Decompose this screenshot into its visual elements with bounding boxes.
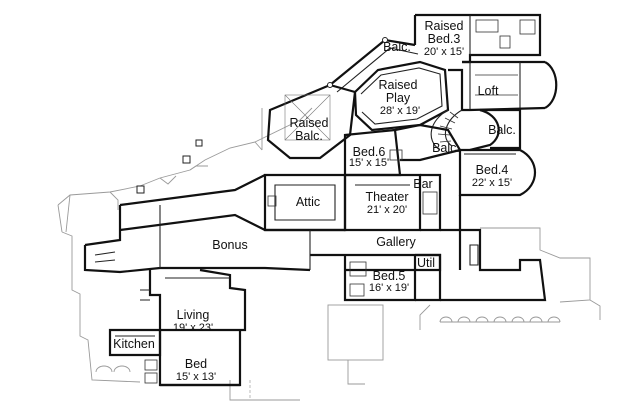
room-name-raised-play-line1: Raised <box>379 78 418 92</box>
room-bed4: Bed.4 22' x 15' <box>472 163 512 189</box>
room-name-gallery: Gallery <box>376 235 416 249</box>
lower-floor-outline <box>57 107 601 401</box>
room-name-living: Living <box>177 308 210 322</box>
room-dims-bed4: 22' x 15' <box>472 177 512 189</box>
room-name-raised-balc-line1: Raised <box>290 116 329 130</box>
room-name-raised-bed3-line2: Bed.3 <box>428 32 461 46</box>
room-dims-raised-play: 28' x 19' <box>380 105 420 117</box>
room-labels: Raised Bed.3 20' x 15' Balc. Raised Play… <box>113 19 516 383</box>
room-raised-balc: Raised Balc. <box>290 116 329 143</box>
room-name-balc-mid: Balc. <box>432 141 460 155</box>
outline-markers <box>136 139 203 194</box>
room-name-raised-bed3-line1: Raised <box>425 19 464 33</box>
room-name-util: Util <box>417 256 435 270</box>
room-dims-living: 19' x 23' <box>173 322 213 334</box>
room-dims-theater: 21' x 20' <box>367 204 407 216</box>
room-name-bed-bottom: Bed <box>185 357 207 371</box>
room-name-bonus: Bonus <box>212 238 247 252</box>
upper-floor-walls <box>83 13 558 387</box>
room-bed5: Bed.5 16' x 19' <box>369 269 409 294</box>
room-bed-bottom: Bed 15' x 13' <box>176 357 216 383</box>
room-raised-play: Raised Play 28' x 19' <box>379 78 421 117</box>
room-living: Living 19' x 23' <box>173 308 213 334</box>
room-dims-bed5: 16' x 19' <box>369 282 409 294</box>
room-name-balc-top: Balc. <box>383 40 411 54</box>
room-name-loft: Loft <box>478 84 499 98</box>
room-raised-bed3: Raised Bed.3 20' x 15' <box>424 19 464 58</box>
room-bed6: Bed.6 15' x 15' <box>349 145 389 169</box>
room-dims-raised-bed3: 20' x 15' <box>424 46 464 58</box>
room-name-raised-balc-line2: Balc. <box>295 129 323 143</box>
room-name-theater: Theater <box>365 190 408 204</box>
room-dims-bed-bottom: 15' x 13' <box>176 371 216 383</box>
room-name-bed6: Bed.6 <box>353 145 386 159</box>
room-name-attic: Attic <box>296 195 320 209</box>
room-name-balc-right: Balc. <box>488 123 516 137</box>
room-name-bed4: Bed.4 <box>476 163 509 177</box>
room-dims-bed6: 15' x 15' <box>349 157 389 169</box>
room-theater: Theater 21' x 20' <box>365 190 408 216</box>
room-name-bed5: Bed.5 <box>373 269 406 283</box>
room-name-raised-play-line2: Play <box>386 91 411 105</box>
lower-floor-arches <box>95 316 561 373</box>
room-name-bar: Bar <box>413 177 432 191</box>
room-name-kitchen: Kitchen <box>113 337 155 351</box>
